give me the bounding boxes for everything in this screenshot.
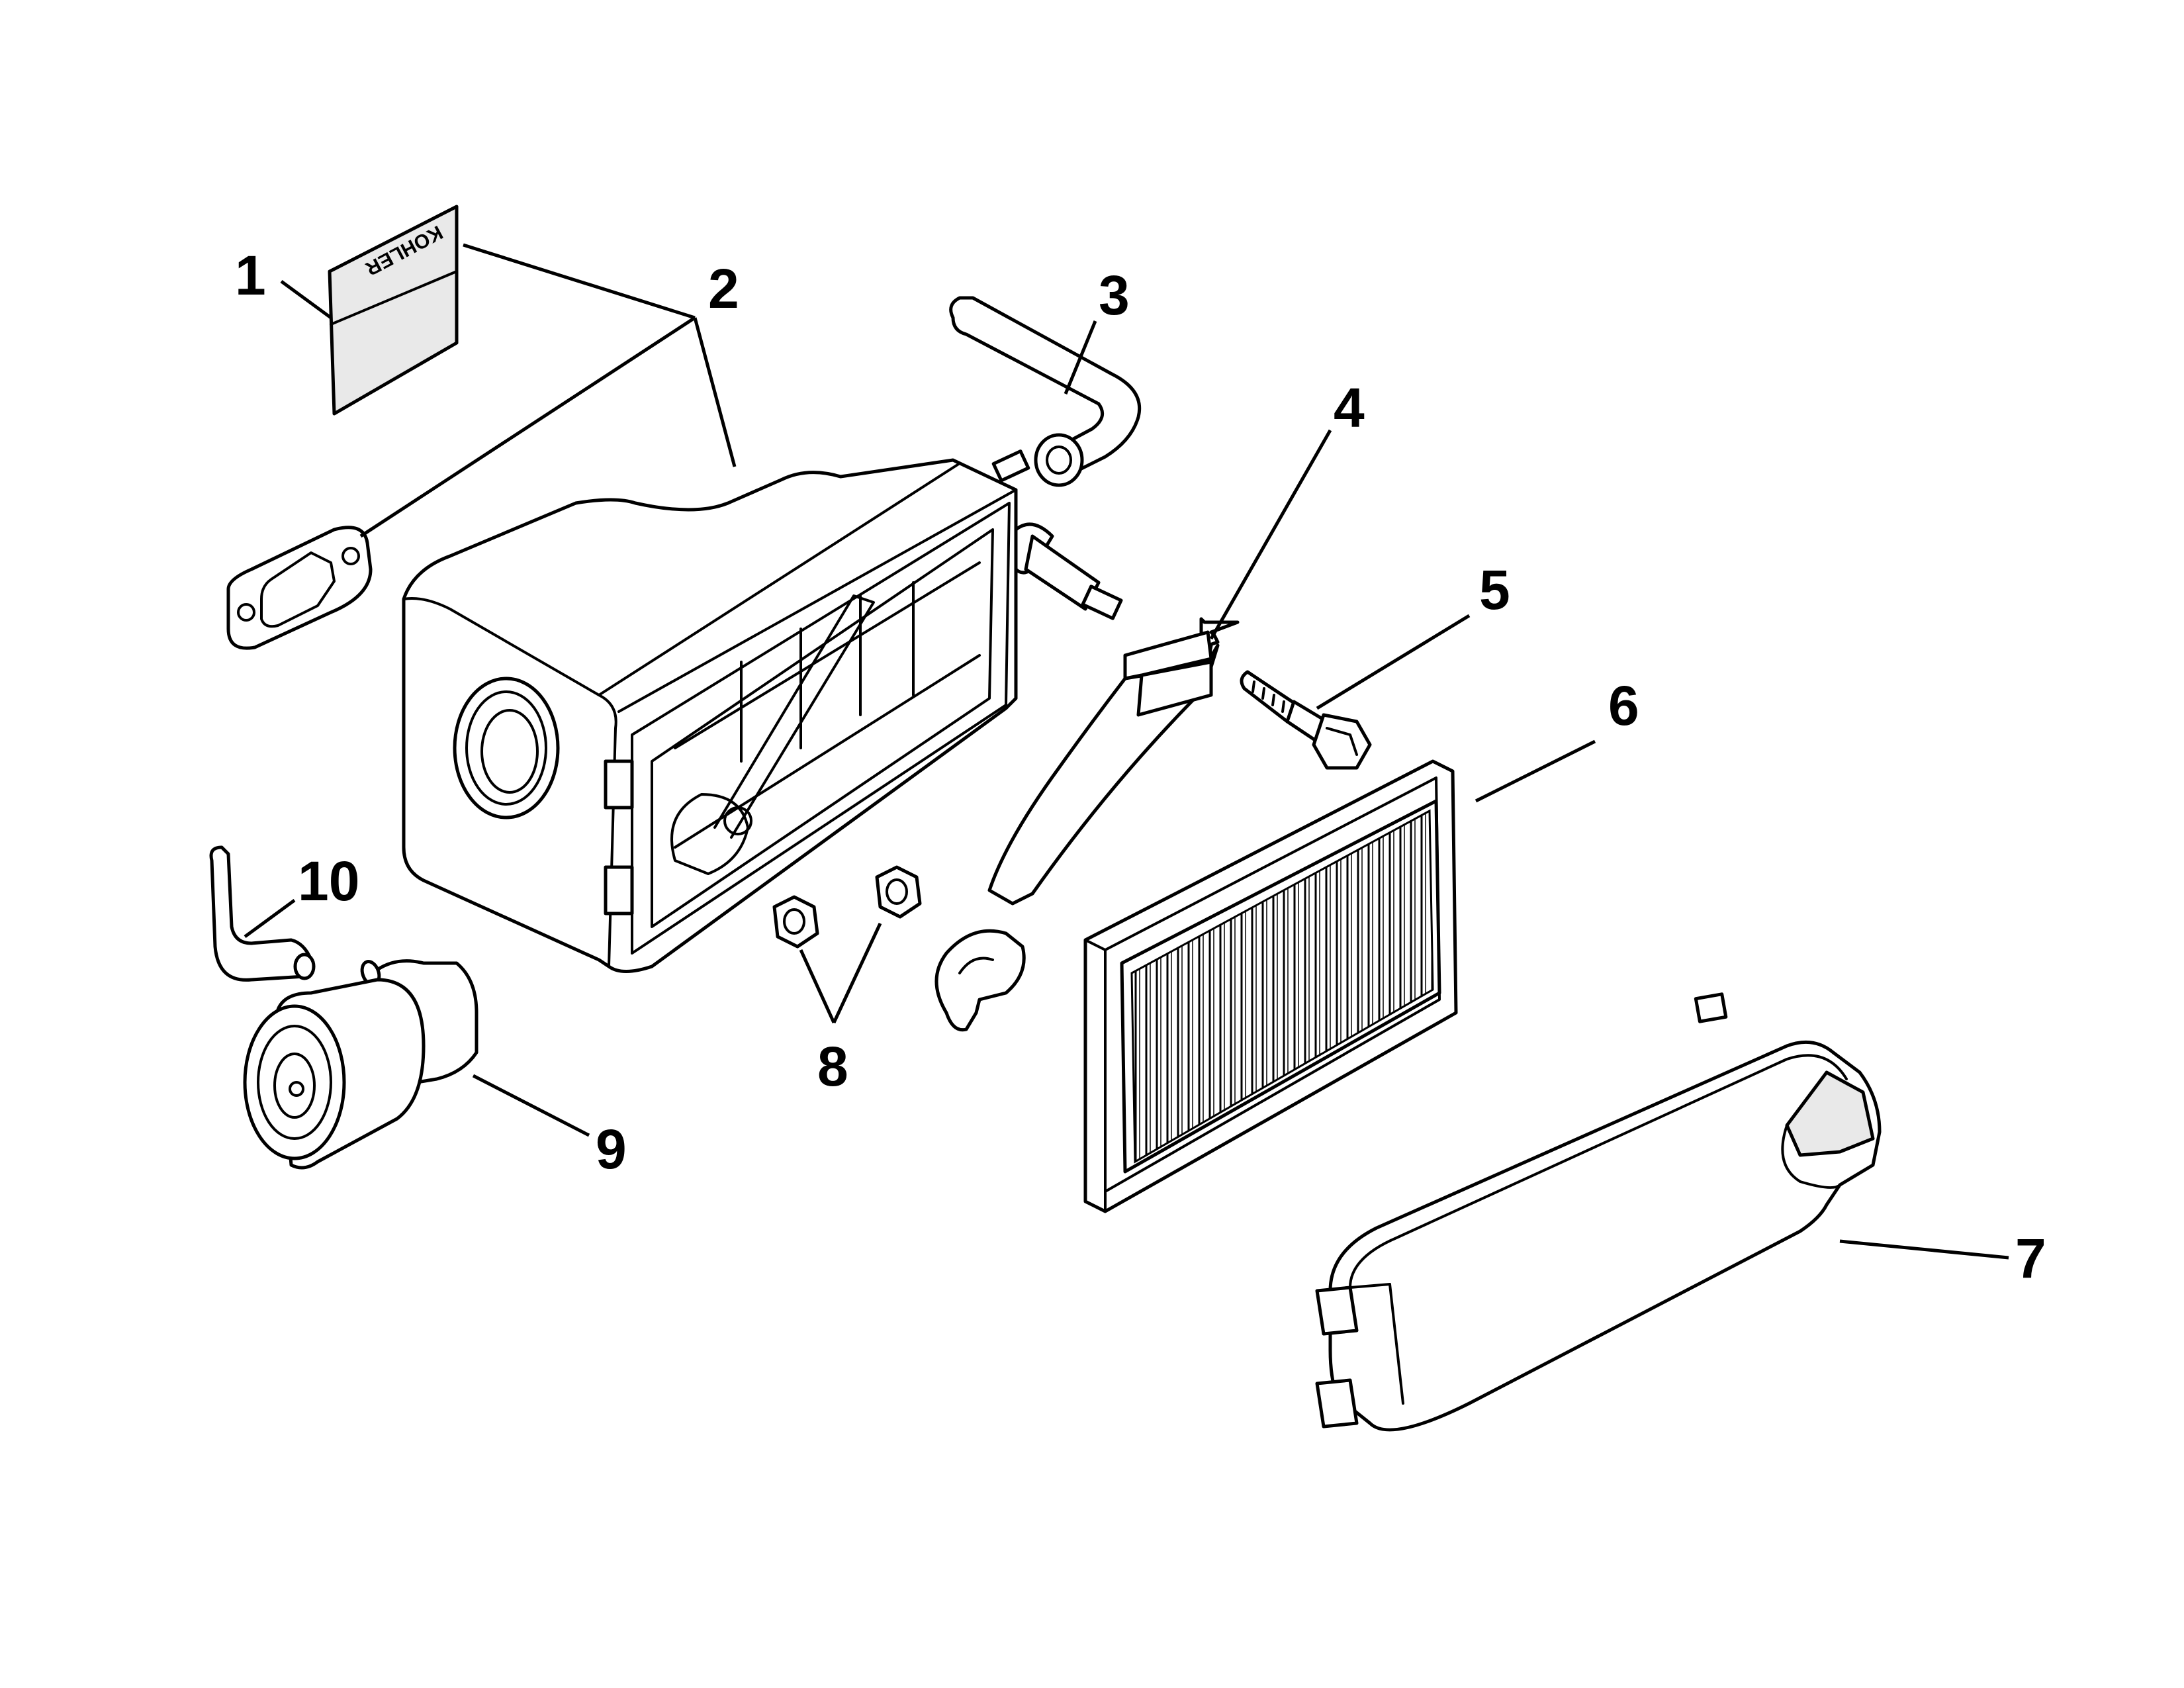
air-cleaner-base-part [402, 449, 1123, 973]
callout-9: 9 [596, 1118, 627, 1180]
leader-6 [1475, 739, 1596, 803]
nut-part-b [875, 865, 922, 919]
nut-part-a [772, 895, 819, 949]
leader-2-b [359, 316, 696, 538]
leader-4 [1209, 429, 1332, 640]
callout-2: 2 [708, 258, 739, 320]
housing-latch-tabs [604, 759, 634, 915]
leader-2-c [693, 317, 737, 467]
callout-8: 8 [817, 1035, 848, 1098]
seal-bracket-part [934, 617, 1240, 1032]
leader-2-a [463, 243, 696, 320]
gasket-part [226, 526, 373, 650]
air-filter-element-part [1083, 759, 1458, 1213]
callout-3: 3 [1099, 264, 1130, 326]
callout-7: 7 [2015, 1227, 2046, 1289]
callout-6: 6 [1608, 675, 1639, 737]
housing-mounting-stud [1014, 522, 1123, 620]
callout-1: 1 [235, 244, 266, 306]
hose-part [209, 845, 316, 982]
leader-9 [472, 1074, 590, 1137]
housing-intake-opening [453, 677, 560, 820]
callout-labels: 1 2 3 4 5 6 7 8 9 10 [235, 244, 2046, 1289]
leader-7 [1839, 1239, 2009, 1260]
precleaner-part [243, 959, 478, 1170]
leader-lines [244, 243, 2009, 1260]
callout-5: 5 [1479, 559, 1510, 621]
leader-5 [1316, 614, 1471, 710]
leader-3 [1064, 320, 1097, 395]
housing-breather-nipple [991, 449, 1030, 483]
leader-10 [244, 898, 296, 939]
leader-8-b [832, 922, 882, 1024]
leader-8-a [799, 949, 836, 1024]
callout-10: 10 [298, 850, 359, 912]
leader-1 [280, 279, 332, 320]
cover-latch-tabs [1315, 1286, 1359, 1429]
screw-part [1240, 670, 1372, 770]
callout-4: 4 [1334, 377, 1365, 439]
breather-tube-part [949, 296, 1142, 487]
decal-part: KOHLER [328, 205, 459, 416]
air-cleaner-cover-part [1315, 992, 1882, 1432]
